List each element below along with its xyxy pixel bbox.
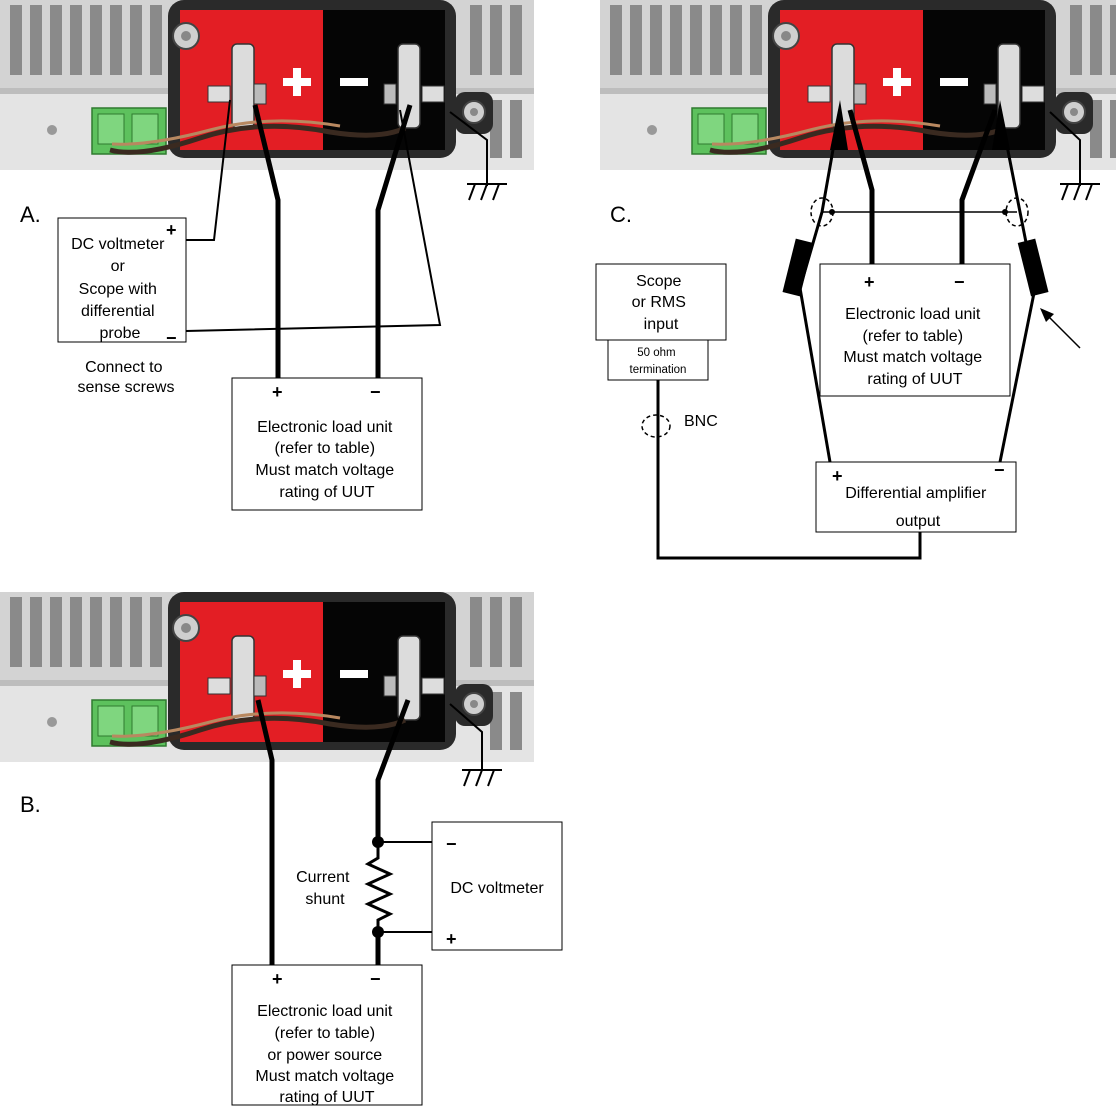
scope-line: input	[644, 316, 679, 333]
svg-text:Differential amplifier o: Differential amplifier output	[845, 485, 991, 530]
shunt-label: Current shunt	[296, 869, 354, 908]
dc-voltmeter-box	[57, 217, 187, 343]
scope-line: Scope	[636, 273, 681, 290]
termination-line: termination	[630, 364, 687, 376]
meter-line: or	[111, 258, 126, 275]
diagram-a: A. DC voltmeter or Scope with differenti…	[0, 0, 534, 511]
amp-minus-sign: −	[994, 460, 1005, 480]
voltmeter-minus-sign: −	[446, 834, 457, 854]
load-line: Must match voltage	[843, 349, 982, 366]
load-plus-sign: +	[272, 969, 283, 989]
load-minus-sign: −	[370, 382, 381, 402]
diagram-c: C. Scope or RMS input 50 ohm termination…	[595, 0, 1116, 560]
scope-box	[595, 263, 727, 341]
electronic-load-box	[231, 377, 423, 511]
electronic-load-box	[819, 263, 1011, 397]
dc-voltmeter-box	[431, 821, 563, 951]
load-line: or power source	[267, 1047, 382, 1064]
svg-text:50 ohm termination: 50 ohm termination	[630, 347, 687, 376]
load-line: Electronic load unit	[257, 1003, 393, 1020]
amp-line: Differential amplifier	[845, 485, 987, 502]
svg-text:Electronic load unit (re: Electronic load unit (refer to table) Mu…	[255, 419, 398, 501]
current-shunt-resistor-icon	[364, 842, 394, 932]
electronic-load-box	[231, 964, 423, 1106]
meter-line: Scope with	[79, 281, 157, 298]
amp-plus-sign: +	[832, 466, 843, 486]
svg-text:DC voltmeter or Sc: DC voltmeter or Scope with differential …	[71, 236, 169, 342]
load-line: rating of UUT	[279, 484, 374, 501]
load-minus-sign: −	[954, 272, 965, 292]
meter-minus-sign: −	[166, 328, 177, 348]
diagram-letter-a: A.	[20, 202, 41, 227]
termination-line: 50 ohm	[637, 347, 675, 359]
load-line: Must match voltage	[255, 462, 394, 479]
load-line: rating of UUT	[279, 1089, 374, 1106]
voltmeter-plus-sign: +	[446, 929, 457, 949]
bnc-connector-icon	[641, 414, 671, 438]
meter-plus-sign: +	[166, 220, 177, 240]
diagram-letter-b: B.	[20, 792, 41, 817]
load-line: Electronic load unit	[845, 306, 981, 323]
svg-text:Electronic load unit (re: Electronic load unit (refer to table) Mu…	[843, 306, 986, 388]
load-line: (refer to table)	[275, 1025, 375, 1042]
load-plus-sign: +	[272, 382, 283, 402]
pointer-arrow-icon	[1040, 308, 1054, 322]
load-line: Must match voltage	[255, 1068, 394, 1085]
load-line: rating of UUT	[867, 371, 962, 388]
meter-line: DC voltmeter	[71, 236, 165, 253]
meter-line: differential	[81, 303, 155, 320]
svg-text:Electronic load unit (re: Electronic load unit (refer to table) or…	[255, 1003, 398, 1106]
bnc-label: BNC	[684, 413, 718, 430]
differential-amplifier-box	[815, 461, 1017, 533]
meter-line: probe	[100, 325, 141, 342]
scope-line: or RMS	[632, 294, 686, 311]
load-plus-sign: +	[864, 272, 875, 292]
ground-icon	[1059, 169, 1101, 201]
load-line: (refer to table)	[275, 440, 375, 457]
svg-text:Scope or RMS input: Scope or RMS input	[632, 273, 691, 333]
ground-icon	[466, 169, 508, 201]
probe-shield-icon	[1005, 197, 1029, 227]
voltmeter-label: DC voltmeter	[450, 880, 544, 897]
termination-box	[607, 339, 709, 381]
diagram-b: B. Current shunt − DC voltmeter + + − El…	[0, 592, 563, 1106]
sense-note: Connect to sense screws	[78, 359, 175, 396]
load-minus-sign: −	[370, 969, 381, 989]
load-line: Electronic load unit	[257, 419, 393, 436]
diagram-letter-c: C.	[610, 202, 632, 227]
load-line: (refer to table)	[863, 328, 963, 345]
amp-line: output	[896, 513, 941, 530]
